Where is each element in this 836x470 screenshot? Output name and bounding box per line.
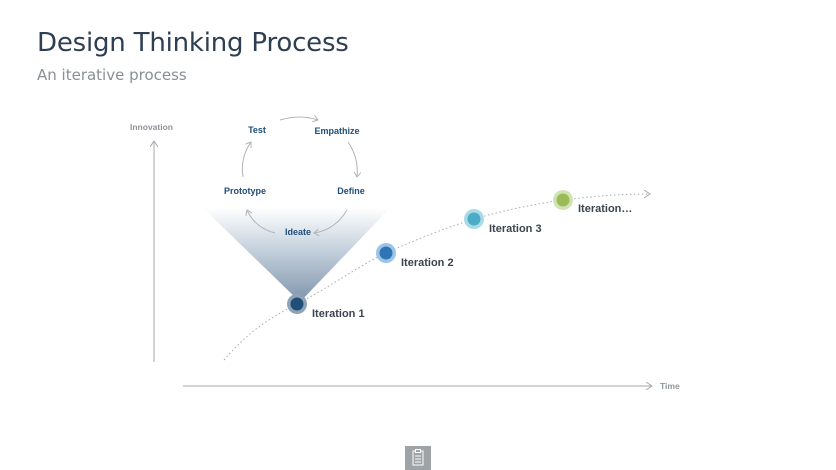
clipboard-icon xyxy=(412,449,424,466)
cycle-step-prototype: Prototype xyxy=(224,186,266,196)
page-subtitle: An iterative process xyxy=(37,66,187,84)
iteration-n-label: Iteration… xyxy=(578,203,632,215)
page-title: Design Thinking Process xyxy=(37,28,349,58)
iteration-n-dot xyxy=(556,193,570,207)
funnel-shape xyxy=(203,208,390,302)
notes-icon[interactable] xyxy=(405,446,431,470)
iteration-3-dot xyxy=(467,212,481,226)
cycle-arrow-test-empathize xyxy=(279,117,318,120)
cycle-step-test: Test xyxy=(248,125,266,135)
iteration-3-label: Iteration 3 xyxy=(489,223,542,235)
cycle-step-empathize: Empathize xyxy=(314,126,359,136)
iteration-2-dot xyxy=(379,246,393,260)
cycle-step-define: Define xyxy=(337,186,365,196)
cycle-arrow-prototype-test xyxy=(241,142,251,178)
x-axis-label: Time xyxy=(660,381,680,391)
cycle-arrow-ideate-prototype xyxy=(247,210,276,234)
y-axis-label: Innovation xyxy=(130,122,173,132)
iteration-1-label: Iteration 1 xyxy=(312,308,365,320)
cycle-arrow-define-ideate xyxy=(314,209,348,233)
iteration-1-dot xyxy=(290,297,304,311)
cycle-arrow-empathize-define xyxy=(347,141,357,177)
cycle-step-ideate: Ideate xyxy=(285,227,311,237)
iteration-2-label: Iteration 2 xyxy=(401,257,454,269)
